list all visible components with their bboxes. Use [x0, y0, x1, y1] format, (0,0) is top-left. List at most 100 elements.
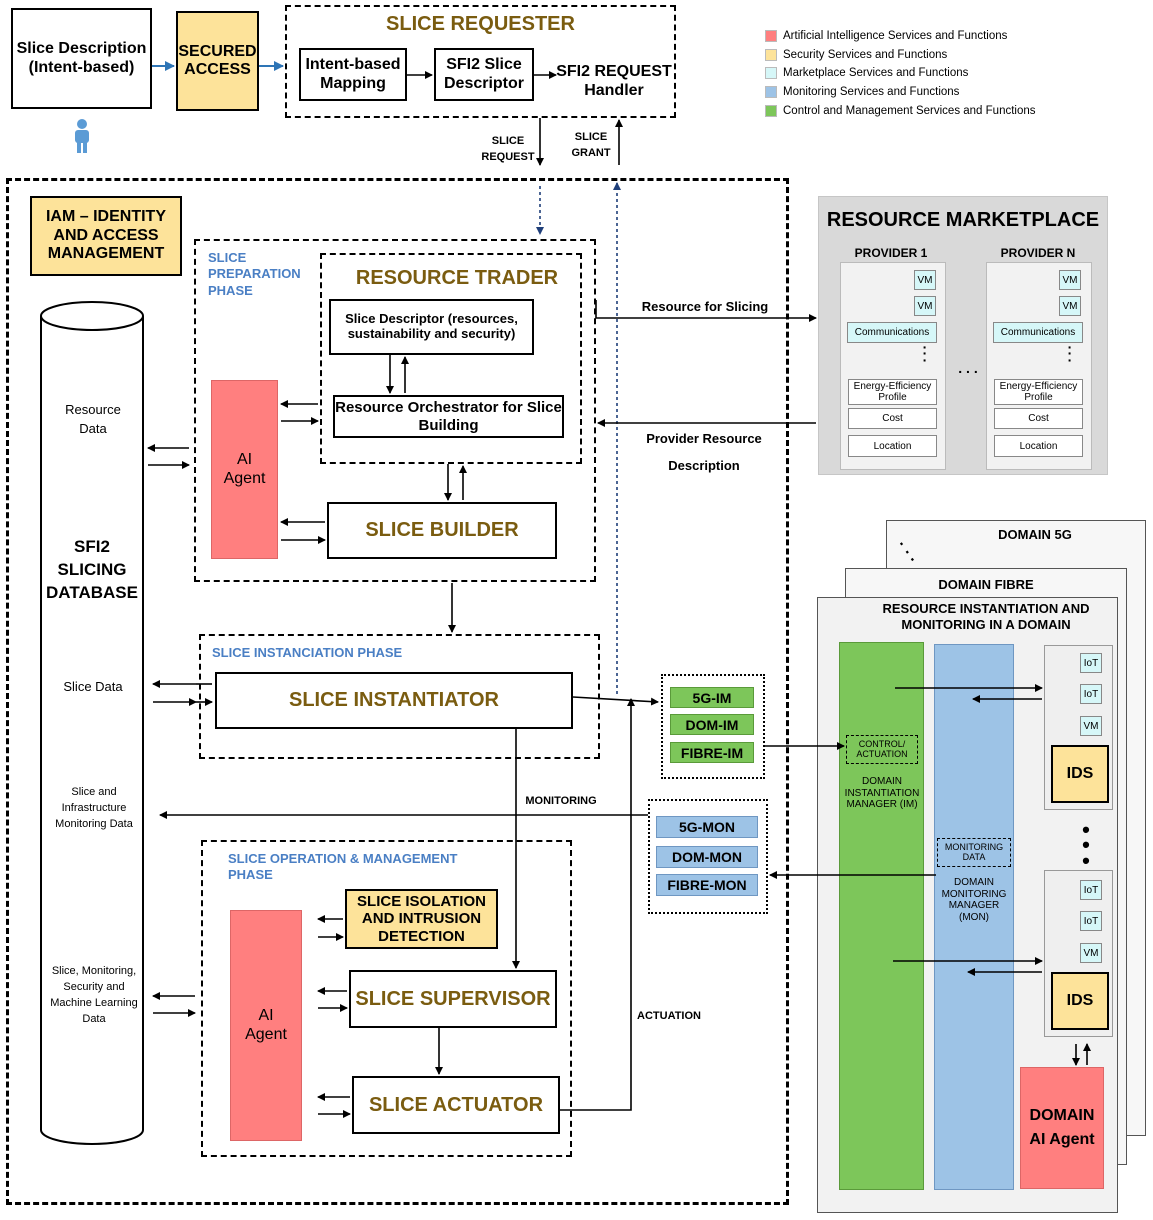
mon-5g: 5G-MON — [656, 816, 758, 838]
energy-chip: Energy-Efficiency Profile — [848, 379, 937, 405]
ai-agent-label: AI Agent — [245, 1007, 287, 1043]
legend-label: Control and Management Services and Func… — [783, 105, 1036, 117]
location-label: Location — [873, 440, 912, 452]
slice-request-label: SLICE REQUEST — [481, 135, 535, 163]
iot-chip: IoT — [1080, 880, 1102, 900]
domain-5g-label: DOMAIN 5G — [998, 527, 1072, 542]
legend-label: Monitoring Services and Functions — [783, 86, 960, 98]
legend-security: Security Services and Functions — [765, 47, 947, 63]
monitoring-data-label: MONITORING DATA — [944, 841, 1004, 862]
location-chip: Location — [994, 435, 1083, 457]
resource-trader-title: RESOURCE TRADER — [355, 267, 559, 289]
cost-chip: Cost — [848, 408, 937, 429]
resource-for-slicing-label: Resource for Slicing — [641, 299, 769, 314]
isolation-label: SLICE ISOLATION AND INTRUSION DETECTION — [357, 893, 486, 945]
slice-requester-container — [285, 5, 676, 118]
provider-resource-desc-label: Provider Resource Description — [646, 431, 762, 474]
ai-agent-prep: AI Agent — [211, 380, 278, 559]
vm-chip: VM — [914, 296, 936, 316]
slice-builder-label: SLICE BUILDER — [365, 519, 519, 541]
vm-chip: VM — [1059, 296, 1081, 316]
ids-label: IDS — [1066, 764, 1094, 782]
communications-chip: Communications — [993, 322, 1083, 343]
sfi2-main-container — [6, 178, 789, 1205]
db-resource-data-label: Resource Data — [65, 402, 121, 436]
vm-label: VM — [917, 300, 933, 312]
slice-supervisor-label: SLICE SUPERVISOR — [355, 987, 551, 1010]
ai-agent-op: AI Agent — [230, 910, 302, 1141]
legend-swatch — [765, 49, 777, 61]
marketplace-title: RESOURCE MARKETPLACE — [826, 209, 1100, 231]
sfi2-descriptor-box: SFI2 Slice Descriptor — [434, 48, 534, 101]
actuation-label: ACTUATION — [637, 1010, 701, 1022]
domain-fibre-label: DOMAIN FIBRE — [938, 577, 1034, 592]
slice-instantiator-label: SLICE INSTANTIATOR — [289, 689, 499, 711]
domain-main-title: RESOURCE INSTANTIATION AND MONITORING IN… — [882, 601, 1090, 632]
legend-swatch — [765, 30, 777, 42]
ids-box: IDS — [1051, 972, 1109, 1030]
im-dom-label: DOM-IM — [685, 716, 739, 733]
slice-builder-box: SLICE BUILDER — [327, 502, 557, 559]
location-label: Location — [1019, 440, 1058, 452]
cost-chip: Cost — [994, 408, 1083, 429]
db-monitoring-data-label: Slice and Infrastructure Monitoring Data — [55, 786, 133, 830]
legend-label: Marketplace Services and Functions — [783, 67, 969, 79]
provider-n-label: PROVIDER N — [1000, 246, 1076, 260]
ids-box: IDS — [1051, 745, 1109, 803]
slice-actuator-box: SLICE ACTUATOR — [352, 1076, 560, 1134]
vm-label: VM — [917, 274, 933, 286]
legend-swatch — [765, 67, 777, 79]
mon-dom: DOM-MON — [656, 846, 758, 868]
inst-phase-label: SLICE INSTANCIATION PHASE — [212, 645, 403, 660]
slice-instantiator-box: SLICE INSTANTIATOR — [215, 672, 573, 729]
slice-requester-title: SLICE REQUESTER — [386, 13, 575, 35]
iot-label: IoT — [1083, 688, 1099, 700]
iot-chip: IoT — [1080, 911, 1102, 931]
im-fibre-label: FIBRE-IM — [680, 744, 744, 761]
prep-phase-container — [194, 239, 596, 582]
legend-monitoring: Monitoring Services and Functions — [765, 84, 959, 100]
secured-access-box: SECURED ACCESS — [176, 11, 259, 111]
vm-chip: VM — [914, 270, 936, 290]
user-icon — [75, 119, 89, 153]
resource-orchestrator-label: Resource Orchestrator for Slice Building — [335, 399, 562, 434]
domain-ai-agent-label: DOMAIN AI Agent — [1029, 1107, 1095, 1148]
energy-label: Energy-Efficiency Profile — [999, 381, 1078, 403]
cost-label: Cost — [882, 413, 903, 424]
energy-label: Energy-Efficiency Profile — [853, 381, 932, 403]
iot-chip: IoT — [1080, 653, 1102, 673]
slice-grant-label: SLICE GRANT — [571, 131, 611, 159]
vertical-ellipsis: ··· — [922, 339, 928, 368]
vm-label: VM — [1062, 300, 1078, 312]
monitoring-data-box: MONITORING DATA — [937, 838, 1011, 867]
ai-agent-label: AI Agent — [223, 451, 266, 487]
iam-label: IAM – IDENTITY AND ACCESS MANAGEMENT — [45, 208, 166, 263]
vm-chip: VM — [1080, 943, 1102, 963]
im-dom: DOM-IM — [670, 714, 754, 735]
database-label: SFI2 SLICING DATABASE — [46, 537, 138, 602]
slice-descriptor-box: Slice Descriptor (resources, sustainabil… — [329, 299, 534, 355]
mon-group — [648, 799, 768, 914]
inst-phase-container — [199, 634, 600, 759]
sfi2-handler-label: SFI2 REQUEST Handler — [556, 63, 672, 100]
location-chip: Location — [848, 435, 937, 457]
slice-actuator-label: SLICE ACTUATOR — [368, 1093, 544, 1116]
domain-mon-bar — [934, 644, 1014, 1190]
cost-label: Cost — [1028, 413, 1049, 424]
im-manager-label: DOMAIN INSTANTIATION MANAGER (IM) — [844, 776, 920, 810]
ids-label: IDS — [1066, 991, 1094, 1009]
mon-dom-label: DOM-MON — [672, 849, 742, 865]
im-fibre: FIBRE-IM — [670, 742, 754, 763]
slice-description-box: Slice Description (Intent-based) — [11, 8, 152, 109]
isolation-box: SLICE ISOLATION AND INTRUSION DETECTION — [345, 889, 498, 949]
sfi2-descriptor-label: SFI2 Slice Descriptor — [443, 56, 525, 92]
op-phase-container — [201, 840, 572, 1157]
monitoring-label: MONITORING — [525, 795, 597, 807]
im-5g-label: 5G-IM — [692, 689, 732, 706]
op-phase-label: SLICE OPERATION & MANAGEMENT PHASE — [228, 851, 458, 883]
database-cylinder — [40, 301, 144, 1145]
resource-orchestrator-box: Resource Orchestrator for Slice Building — [333, 395, 564, 438]
mon-5g-label: 5G-MON — [679, 819, 735, 835]
control-actuation-box: CONTROL/ ACTUATION — [846, 735, 918, 764]
